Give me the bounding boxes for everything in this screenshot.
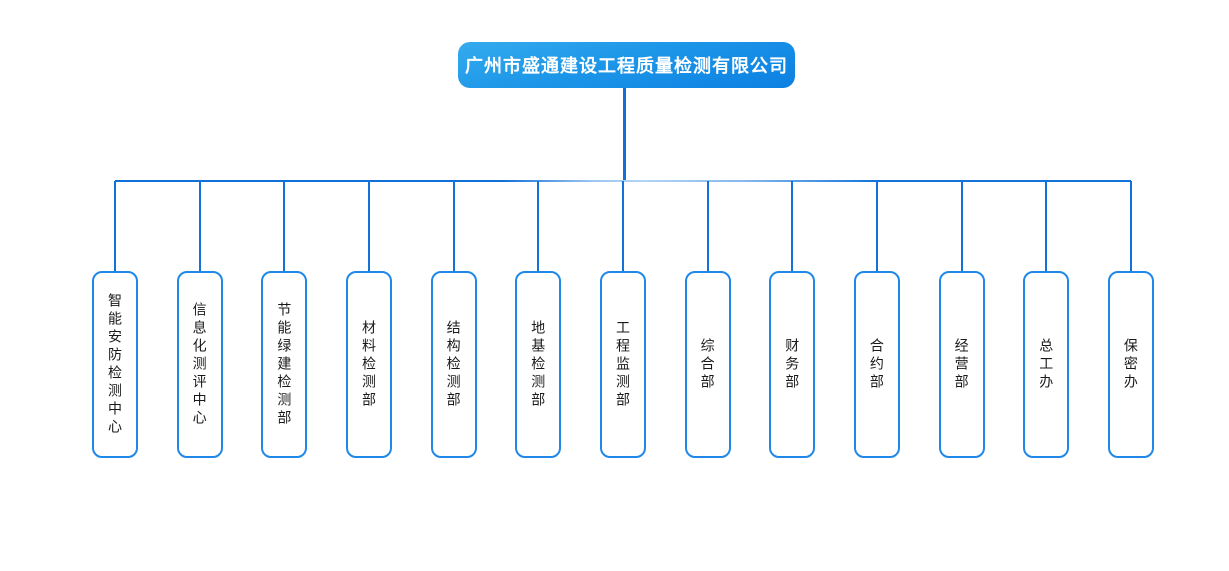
org-node-label: 经营部 xyxy=(953,337,970,392)
org-node-label: 材料检测部 xyxy=(360,319,377,410)
org-node: 信息化测评中心 xyxy=(176,271,223,458)
department-column: 综合部 xyxy=(684,181,731,458)
org-node: 经营部 xyxy=(938,271,985,458)
department-column: 总工办 xyxy=(1023,181,1070,458)
org-node: 总工办 xyxy=(1023,271,1070,458)
department-column: 地基检测部 xyxy=(515,181,562,458)
department-column: 节能绿建检测部 xyxy=(261,181,308,458)
org-node: 财务部 xyxy=(769,271,816,458)
department-column: 合约部 xyxy=(853,181,900,458)
org-node: 合约部 xyxy=(853,271,900,458)
org-node: 综合部 xyxy=(684,271,731,458)
connector-drop xyxy=(537,181,540,271)
org-node: 节能绿建检测部 xyxy=(261,271,308,458)
org-node-label: 节能绿建检测部 xyxy=(276,301,293,428)
org-node-label: 合约部 xyxy=(868,337,885,392)
org-root-title: 广州市盛通建设工程质量检测有限公司 xyxy=(465,56,788,76)
connector-stem xyxy=(623,88,626,181)
connector-drop xyxy=(621,181,624,271)
org-node: 保密办 xyxy=(1107,271,1154,458)
connector-drop xyxy=(452,181,455,271)
org-node: 智能安防检测中心 xyxy=(92,271,138,458)
org-node-label: 综合部 xyxy=(699,337,716,392)
department-column: 智能安防检测中心 xyxy=(92,181,138,458)
org-node-label: 工程监测部 xyxy=(614,319,631,410)
connector-drop xyxy=(283,181,286,271)
org-node-label: 智能安防检测中心 xyxy=(107,292,123,437)
connector-drop xyxy=(114,181,116,271)
org-node: 工程监测部 xyxy=(599,271,646,458)
department-column: 财务部 xyxy=(769,181,816,458)
department-column: 结构检测部 xyxy=(430,181,477,458)
connector-drop xyxy=(198,181,201,271)
org-node: 材料检测部 xyxy=(345,271,392,458)
connector-drop xyxy=(1129,181,1132,271)
org-root-node: 广州市盛通建设工程质量检测有限公司 xyxy=(458,42,795,88)
connector-drop xyxy=(875,181,878,271)
connector-drop xyxy=(791,181,794,271)
department-column: 工程监测部 xyxy=(599,181,646,458)
department-column: 材料检测部 xyxy=(345,181,392,458)
org-node-label: 结构检测部 xyxy=(445,319,462,410)
connector-drop xyxy=(1045,181,1048,271)
department-column: 信息化测评中心 xyxy=(176,181,223,458)
org-node-label: 财务部 xyxy=(784,337,801,392)
department-column: 经营部 xyxy=(938,181,985,458)
org-node: 地基检测部 xyxy=(515,271,562,458)
department-column: 保密办 xyxy=(1107,181,1154,458)
org-node-label: 信息化测评中心 xyxy=(191,301,208,428)
department-row: 智能安防检测中心 信息化测评中心 节能绿建检测部 材料检测部 结构检测部 xyxy=(92,181,1154,458)
connector-drop xyxy=(706,181,709,271)
connector-drop xyxy=(367,181,370,271)
org-node: 结构检测部 xyxy=(430,271,477,458)
org-node-label: 地基检测部 xyxy=(530,319,547,410)
org-node-label: 总工办 xyxy=(1038,337,1055,392)
org-node-label: 保密办 xyxy=(1122,337,1139,392)
connector-drop xyxy=(960,181,963,271)
